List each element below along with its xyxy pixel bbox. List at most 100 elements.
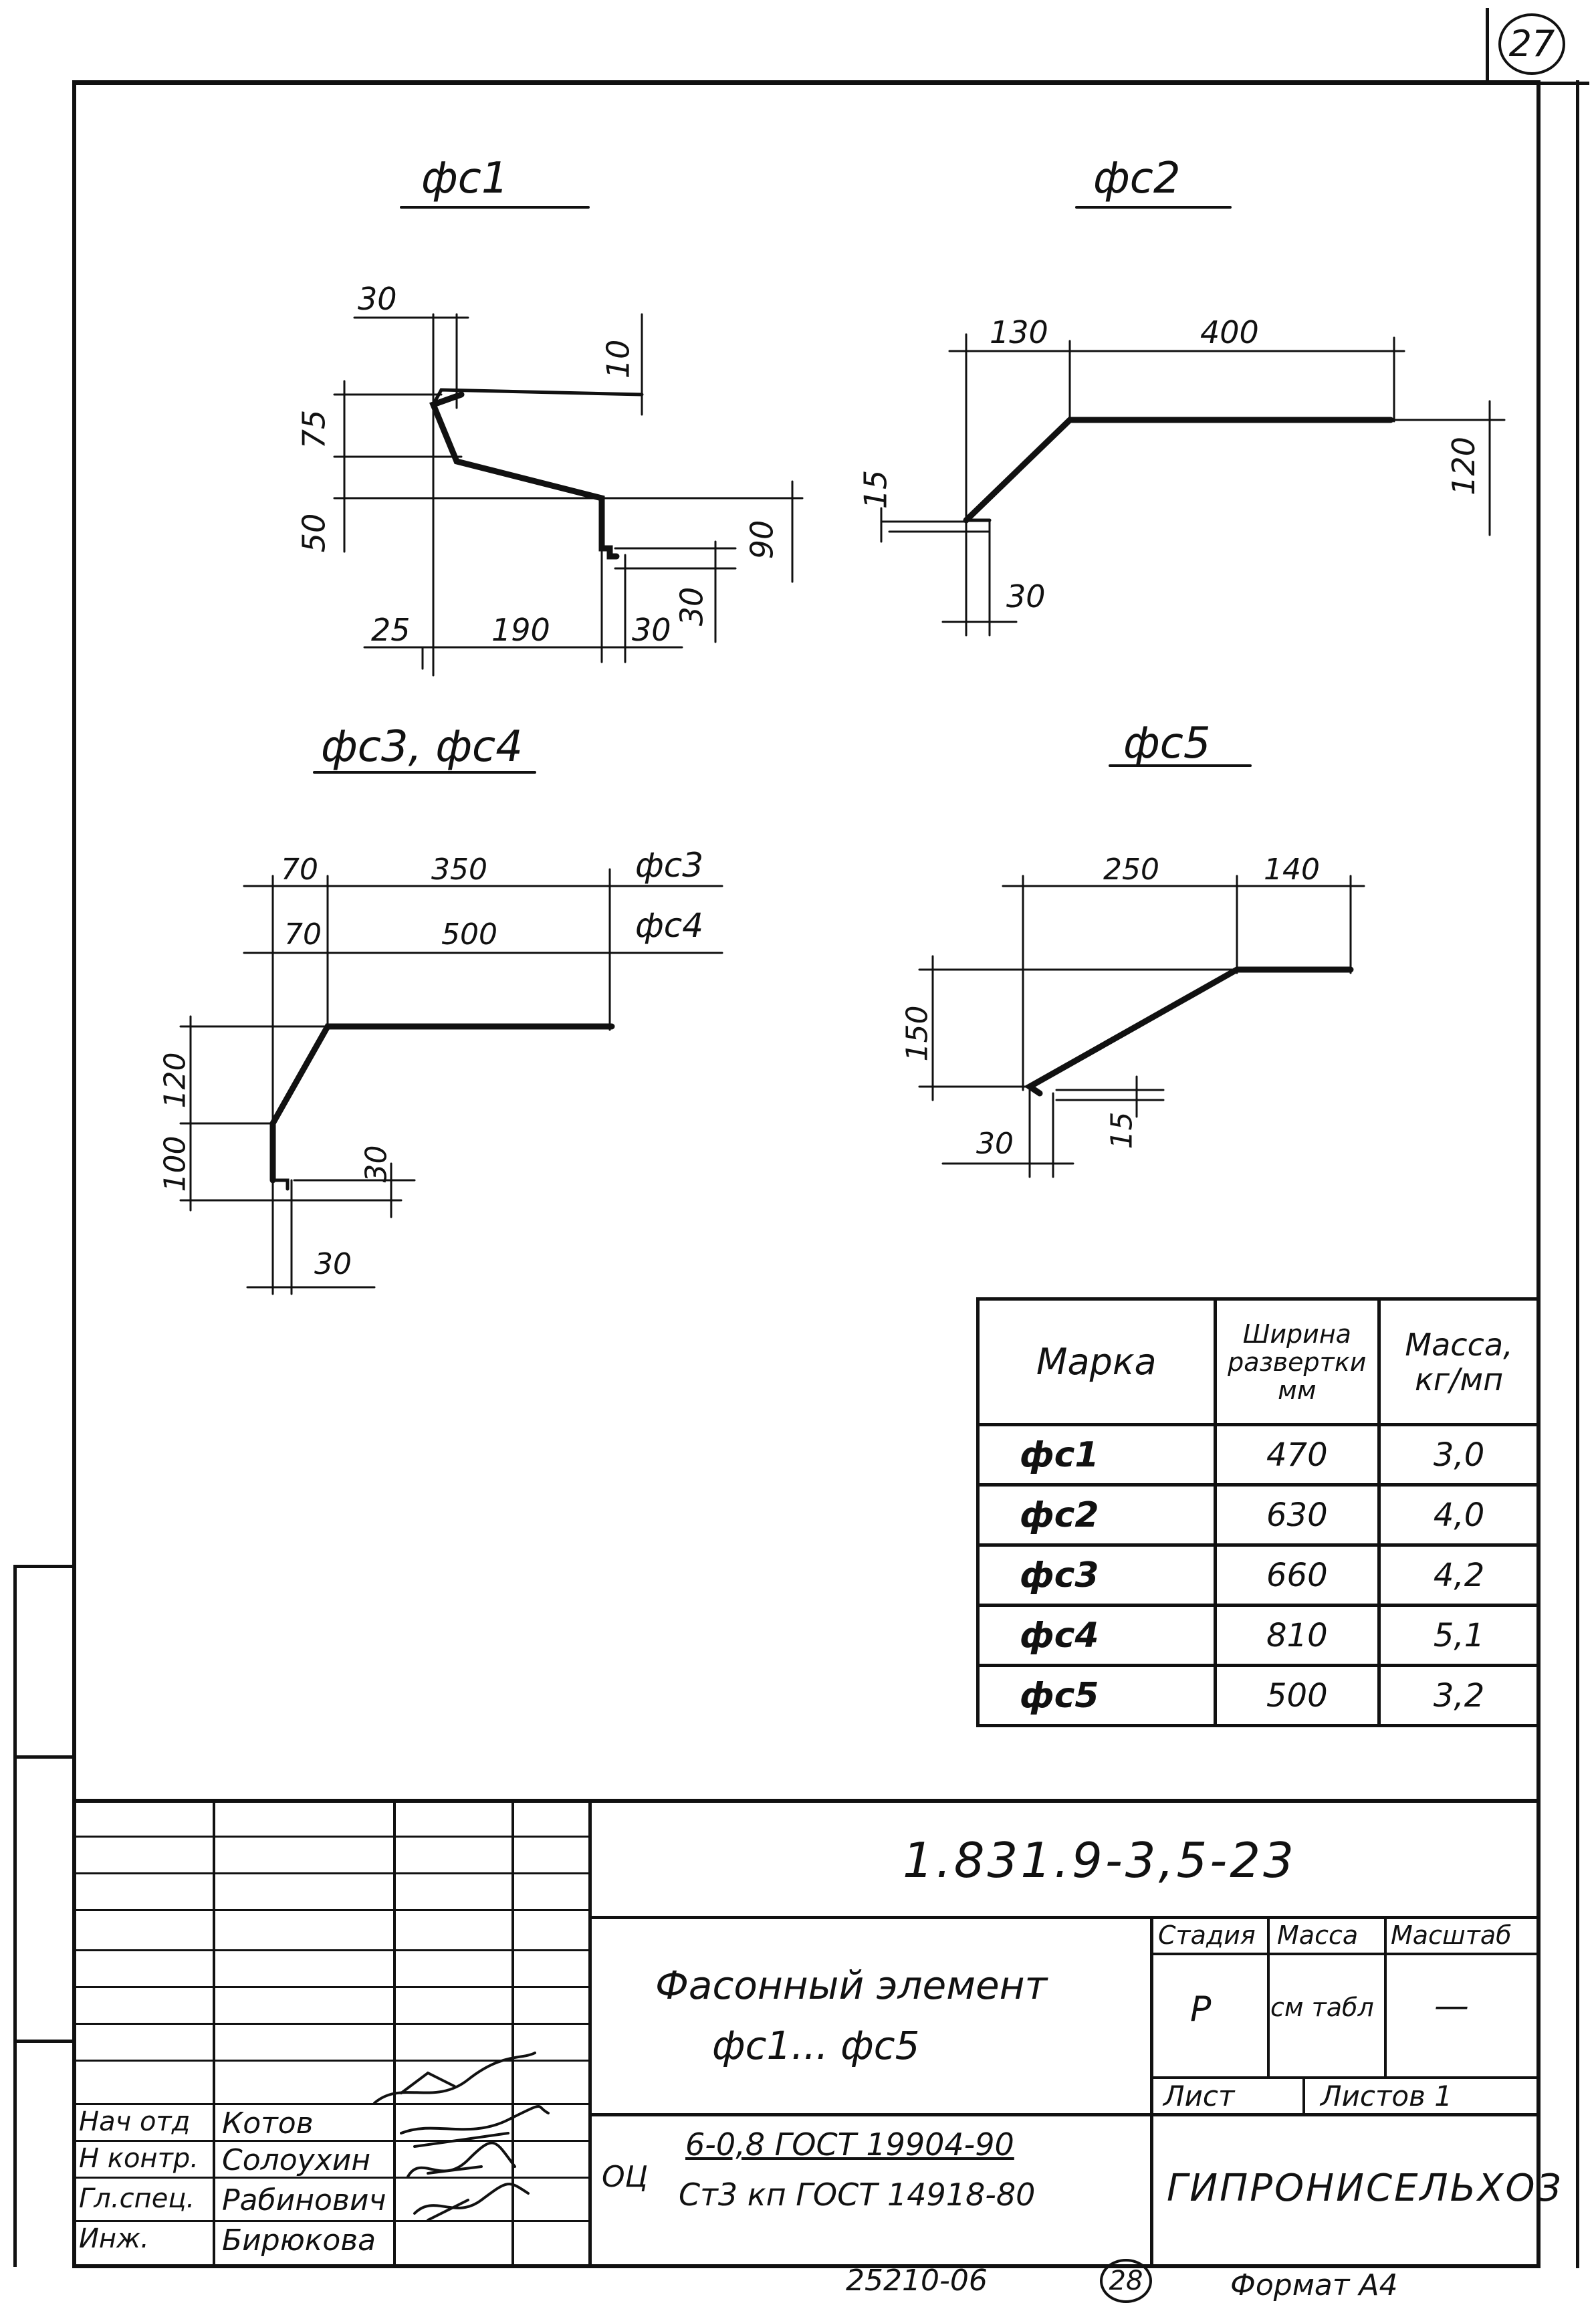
dim-label: 150 bbox=[900, 1005, 935, 1062]
staff-role: Н контр. bbox=[79, 2143, 199, 2174]
dim-label: 120 bbox=[158, 1052, 193, 1109]
dim-label: 30 bbox=[673, 586, 710, 627]
sheet-number-box: 27 bbox=[1486, 8, 1589, 85]
dim-label: 400 bbox=[1200, 314, 1259, 350]
sheet-number: 27 bbox=[1498, 13, 1565, 75]
staff-role: Инж. bbox=[79, 2223, 149, 2254]
header-line: мм bbox=[1278, 1375, 1317, 1405]
row-width: 630 bbox=[1213, 1483, 1381, 1547]
staff-name: Рабинович bbox=[222, 2183, 386, 2217]
row-mark: фс3 bbox=[976, 1543, 1217, 1607]
titleblock-line bbox=[588, 2113, 1541, 2116]
dim-label: 75 bbox=[296, 409, 332, 449]
dim-label: 500 bbox=[441, 917, 497, 952]
dim-label: 30 bbox=[358, 281, 397, 317]
row-width: 470 bbox=[1213, 1423, 1381, 1487]
titleblock-line bbox=[588, 1916, 1541, 1919]
staff-name: Котов bbox=[222, 2106, 314, 2141]
titleblock-line bbox=[72, 2177, 590, 2179]
doc-name-line1: Фасонный элемент bbox=[655, 1963, 1048, 2008]
dim-label: 30 bbox=[359, 1145, 394, 1183]
titleblock-line bbox=[72, 1986, 590, 1988]
row-mark: фс4 bbox=[976, 1604, 1217, 1667]
spec-table: Марка Ширина развертки мм Масса, кг/мп ф… bbox=[976, 1297, 1541, 1727]
dim-label: 30 bbox=[976, 1127, 1014, 1161]
row-width: 500 bbox=[1213, 1664, 1381, 1727]
titleblock-top-line bbox=[72, 1799, 1541, 1803]
row-mass: 5,1 bbox=[1377, 1604, 1541, 1667]
dim-label: 15 bbox=[857, 469, 894, 510]
designation: 1.831.9-3,5-23 bbox=[903, 1832, 1296, 1888]
scale-value: — bbox=[1434, 1986, 1469, 2026]
spec-header-mark: Марка bbox=[976, 1297, 1217, 1426]
material-line1: 6-0,8 ГОСТ 19904-90 bbox=[685, 2126, 1014, 2163]
format-label: Формат А4 bbox=[1230, 2268, 1398, 2302]
dim-label: 90 bbox=[744, 520, 780, 560]
stage-label: Стадия bbox=[1158, 1921, 1256, 1950]
dim-label: 140 bbox=[1264, 853, 1320, 887]
header-line: Ширина bbox=[1242, 1319, 1351, 1349]
titleblock-line bbox=[72, 1872, 590, 1874]
header-line: Масса, bbox=[1405, 1326, 1513, 1363]
titleblock-line bbox=[588, 1799, 592, 2267]
row-mark: фс1 bbox=[976, 1423, 1217, 1487]
titleblock-line bbox=[1150, 1916, 1153, 2268]
binding-line bbox=[13, 1755, 74, 1759]
row-mass: 4,2 bbox=[1377, 1543, 1541, 1607]
titleblock-line bbox=[1384, 1916, 1387, 2076]
dim-label: 190 bbox=[491, 612, 550, 648]
dim-label: 100 bbox=[158, 1135, 193, 1192]
row-mass: 4,0 bbox=[1377, 1483, 1541, 1547]
row-width: 810 bbox=[1213, 1604, 1381, 1667]
spec-header-mass: Масса, кг/мп bbox=[1377, 1297, 1541, 1426]
inventory-number: 25210-06 bbox=[846, 2264, 988, 2298]
header-line: развертки bbox=[1228, 1347, 1367, 1377]
staff-role: Нач отд bbox=[79, 2106, 191, 2137]
binding-line bbox=[13, 2040, 74, 2043]
table-row: фс4 810 5,1 bbox=[976, 1604, 1541, 1667]
fs5-title: фс5 bbox=[1123, 719, 1211, 768]
row-mass: 3,2 bbox=[1377, 1664, 1541, 1727]
binding-line bbox=[13, 1565, 74, 1568]
fs34-title: фс3, фс4 bbox=[321, 722, 523, 772]
row-mark: фс2 bbox=[976, 1483, 1217, 1547]
dim-label: 50 bbox=[296, 513, 332, 553]
dim-label: 15 bbox=[1105, 1111, 1139, 1149]
staff-name: Бирюкова bbox=[222, 2223, 376, 2258]
titleblock-line bbox=[72, 2103, 590, 2105]
table-row: фс3 660 4,2 bbox=[976, 1543, 1541, 1607]
page-circle: 28 bbox=[1100, 2259, 1152, 2303]
doc-name-line2: фс1... фс5 bbox=[712, 2023, 920, 2068]
titleblock-line bbox=[72, 1909, 590, 1911]
titleblock-line bbox=[1302, 2076, 1305, 2113]
sheet-label: Лист bbox=[1163, 2080, 1235, 2112]
dim-label: 70 bbox=[281, 853, 318, 887]
dim-label: 30 bbox=[1006, 578, 1046, 615]
mass-value: см табл bbox=[1270, 1993, 1374, 2022]
table-row: фс2 630 4,0 bbox=[976, 1483, 1541, 1547]
staff-name: Солоухин bbox=[222, 2143, 371, 2177]
stage-value: Р bbox=[1190, 1989, 1212, 2030]
dim-label: 70 bbox=[284, 917, 322, 952]
dim-label: 250 bbox=[1103, 853, 1159, 887]
titleblock-line bbox=[72, 2220, 590, 2222]
material-line2: Ст3 кп ГОСТ 14918-80 bbox=[679, 2177, 1036, 2213]
titleblock-line bbox=[72, 1949, 590, 1951]
row-mass: 3,0 bbox=[1377, 1423, 1541, 1487]
dim-label: 350 bbox=[431, 853, 487, 887]
mass-label: Масса bbox=[1277, 1921, 1359, 1950]
binding-line bbox=[13, 1565, 17, 2267]
fs4-label: фс4 bbox=[635, 906, 704, 945]
row-mark: фс5 bbox=[976, 1664, 1217, 1727]
titleblock-line bbox=[1150, 1953, 1541, 1955]
fs1-title: фс1 bbox=[421, 154, 509, 203]
dim-label: 30 bbox=[632, 612, 671, 648]
scale-label: Масштаб bbox=[1391, 1921, 1512, 1950]
sheets-label: Листов 1 bbox=[1321, 2080, 1452, 2112]
header-line: кг/мп bbox=[1414, 1361, 1504, 1398]
right-strip bbox=[1541, 80, 1579, 2268]
fs3-label: фс3 bbox=[635, 846, 704, 885]
dim-label: 25 bbox=[371, 612, 411, 648]
